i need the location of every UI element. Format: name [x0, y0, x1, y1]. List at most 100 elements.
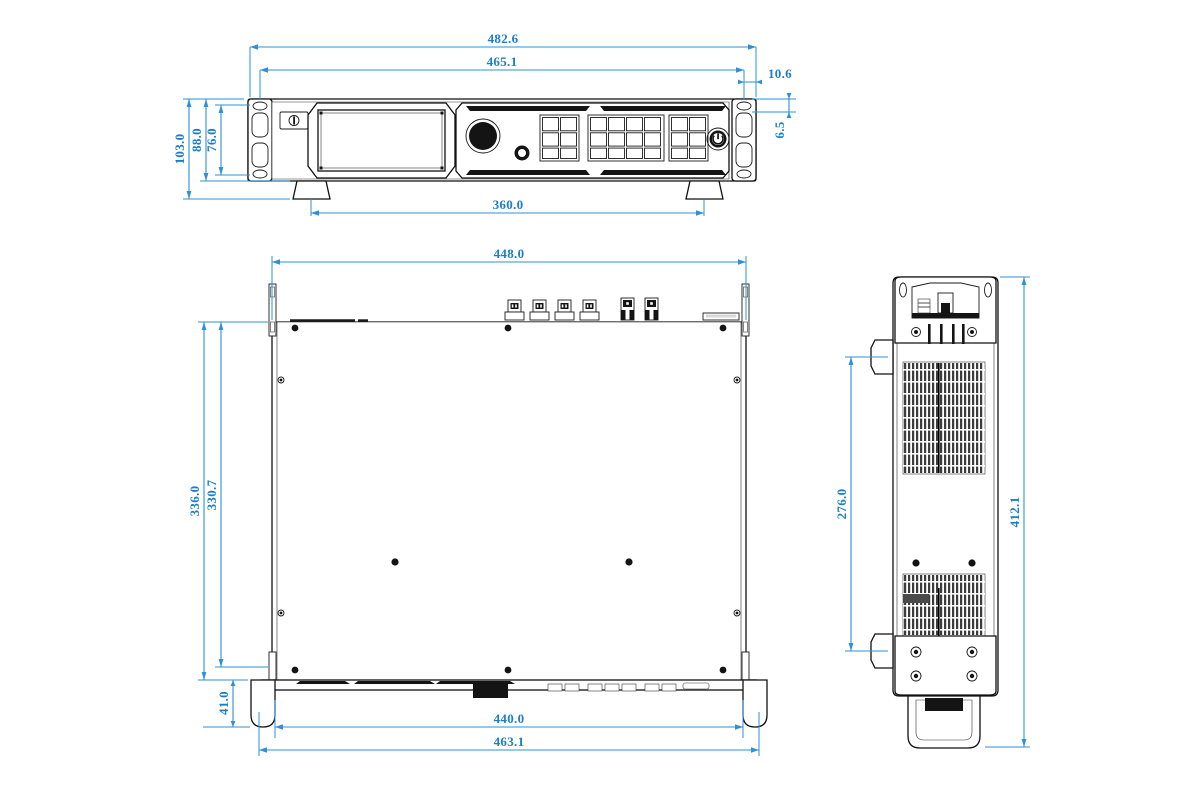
top-rear-slot	[587, 683, 603, 692]
side-connector-small	[917, 298, 931, 314]
front-button[interactable]	[542, 117, 559, 132]
dim-label-76-0: 76.0	[204, 128, 219, 152]
front-rack-ear-right-hole-bottom	[736, 169, 752, 179]
top-rack-ear-left-hole-b	[270, 321, 275, 333]
front-vent-strip-bottom-right	[600, 170, 726, 175]
front-rotary-knob[interactable]	[465, 118, 501, 154]
front-rotary-knob-ring	[465, 118, 501, 154]
front-button[interactable]	[590, 132, 607, 147]
top-view-group: 448.0 336.0 330.7 41.0	[187, 246, 768, 756]
top-rear-slot	[604, 683, 620, 692]
front-rack-ear-right-hole-top	[736, 101, 752, 111]
power-button-ring-outer	[706, 127, 730, 151]
front-lcd-corner-tr	[440, 111, 444, 115]
power-button-icon[interactable]	[706, 127, 730, 151]
top-rear-vent-b	[354, 681, 435, 684]
front-button[interactable]	[689, 132, 706, 147]
front-round-button[interactable]	[514, 145, 530, 161]
front-button[interactable]	[626, 132, 643, 147]
front-foot-right	[685, 180, 724, 200]
top-connector-small-group	[504, 299, 600, 321]
top-connector-small	[504, 299, 525, 321]
front-rack-ear-left-slot-bottom	[251, 142, 269, 168]
front-rack-ear-right-plate	[731, 98, 757, 182]
side-bottom-foot	[907, 695, 981, 749]
front-button-grid-right[interactable]	[668, 114, 709, 162]
front-button[interactable]	[608, 147, 625, 159]
dim-top-body-depth: 330.7	[204, 321, 268, 668]
side-screw-core	[969, 673, 975, 679]
front-button[interactable]	[590, 117, 607, 132]
dim-side-overall-height: 412.1	[985, 276, 1030, 748]
top-screw-core	[279, 378, 283, 382]
dim-top-outer-width: 463.1	[258, 712, 760, 756]
top-screw	[504, 666, 512, 674]
front-foot-left	[292, 180, 331, 200]
front-button[interactable]	[644, 132, 661, 147]
dim-label-336-0: 336.0	[187, 486, 202, 517]
dim-label-276-0: 276.0	[834, 489, 849, 520]
dim-front-rack-width: 465.1	[259, 54, 745, 100]
dim-label-360-0: 360.0	[493, 197, 524, 212]
top-rear-slot	[661, 683, 677, 692]
top-screw-core	[735, 611, 739, 615]
front-button[interactable]	[560, 117, 577, 132]
front-button[interactable]	[644, 147, 661, 159]
side-fin	[962, 324, 965, 344]
side-view-group: 276.0 412.1	[834, 276, 1030, 749]
top-connector-small	[554, 299, 575, 321]
front-button[interactable]	[542, 147, 559, 159]
top-screw	[291, 666, 299, 674]
dim-label-448-0: 448.0	[494, 246, 525, 261]
top-connector-tall	[620, 297, 635, 321]
top-screw	[291, 324, 299, 332]
front-button[interactable]	[608, 117, 625, 132]
dim-label-6-5: 6.5	[772, 121, 787, 138]
top-screw	[719, 666, 727, 674]
front-button[interactable]	[590, 147, 607, 159]
front-button[interactable]	[671, 117, 688, 132]
front-button[interactable]	[689, 147, 706, 159]
side-foot-pad	[925, 698, 963, 711]
front-button[interactable]	[671, 147, 688, 159]
side-vent-panel-upper	[902, 361, 986, 475]
front-button[interactable]	[542, 132, 559, 147]
front-lcd-corner-bl	[319, 166, 323, 170]
front-button[interactable]	[608, 132, 625, 147]
front-button-grid-left[interactable]	[539, 114, 580, 162]
dim-label-412-1: 412.1	[1007, 497, 1022, 528]
front-button[interactable]	[560, 132, 577, 147]
top-screw-group	[277, 324, 741, 674]
dim-front-ear-thickness: 10.6	[738, 66, 792, 100]
front-button[interactable]	[560, 147, 577, 159]
dim-top-foot-depth: 41.0	[203, 679, 250, 728]
top-connector-tall-group	[620, 297, 659, 321]
top-rack-ear-right-plate-rear	[741, 651, 750, 685]
side-fin	[940, 324, 943, 344]
front-button[interactable]	[626, 147, 643, 159]
front-button[interactable]	[626, 117, 643, 132]
front-round-button-inner	[518, 149, 526, 157]
dim-front-ear-hole-offset: 6.5	[752, 93, 796, 139]
front-lcd-corner-tl	[319, 111, 323, 115]
dim-label-330-7: 330.7	[204, 479, 219, 510]
front-button[interactable]	[689, 117, 706, 132]
dim-label-482-6: 482.6	[488, 31, 519, 46]
side-bracket-hole-right	[984, 282, 992, 298]
side-vent-lower-mesh	[903, 575, 985, 635]
side-screw-core	[914, 330, 918, 334]
top-rear-center-connector	[473, 683, 508, 698]
front-button-grid-center[interactable]	[587, 114, 665, 162]
front-vent-strip-top-right	[600, 106, 726, 111]
front-button[interactable]	[644, 117, 661, 132]
front-lcd-inner	[320, 112, 443, 169]
front-vent-strip-bottom-left	[466, 170, 590, 175]
side-connector-inlet-pin	[941, 303, 950, 313]
side-bottom-bracket	[894, 635, 997, 696]
front-button[interactable]	[671, 132, 688, 147]
dim-label-10-6: 10.6	[768, 66, 792, 81]
top-rear-slot-wide	[682, 682, 710, 690]
top-rack-ear-right-hole-b	[743, 321, 748, 333]
